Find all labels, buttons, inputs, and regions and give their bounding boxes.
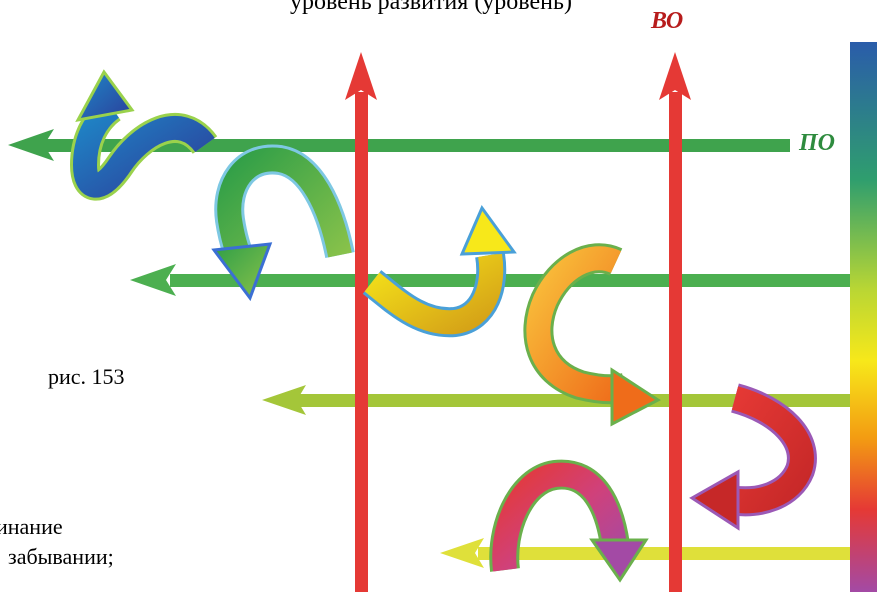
horizontal-axis-label: ПО	[799, 130, 835, 157]
loop-arrow-blue	[78, 72, 205, 186]
loop-arrow-magenta	[504, 475, 646, 580]
bottom-text-line-1: инание	[0, 514, 63, 540]
bottom-text-line-2: забывании;	[8, 544, 114, 570]
vertical-axis-2	[659, 52, 691, 592]
figure-caption: рис. 153	[48, 364, 125, 390]
loop-arrow-yellow	[372, 208, 514, 322]
vertical-axis-1	[345, 52, 377, 592]
vertical-axis-label: ВО	[651, 8, 683, 35]
loop-arrow-red	[692, 398, 802, 528]
top-text-fragment: уровень развития (уровень)	[290, 0, 572, 16]
spectrum-bar	[850, 42, 877, 592]
